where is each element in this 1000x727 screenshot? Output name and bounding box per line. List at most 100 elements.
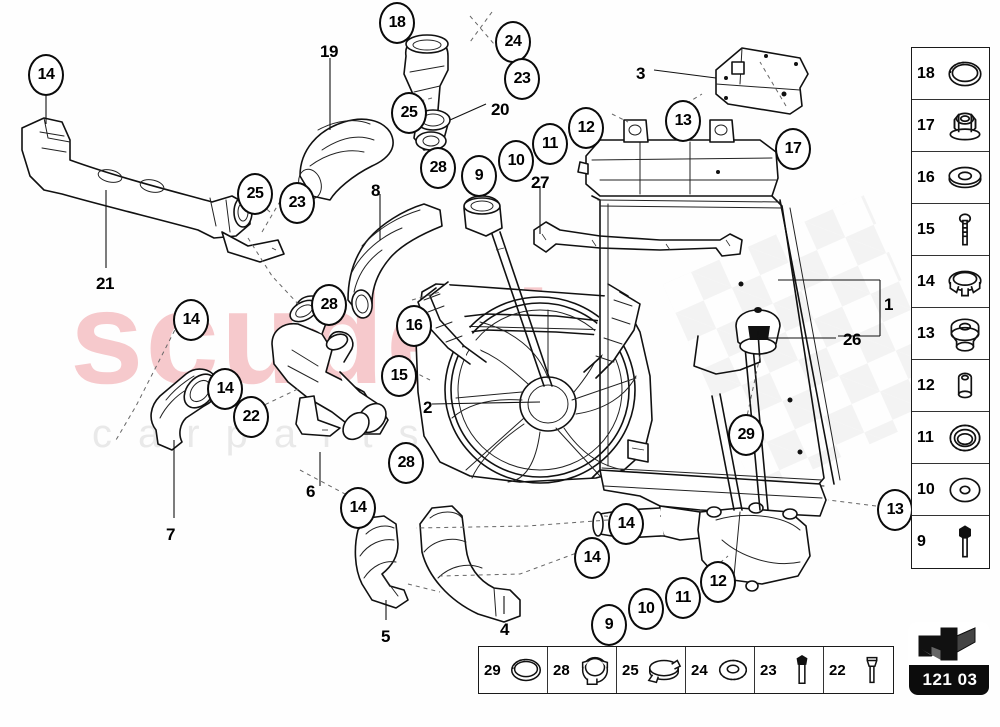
- callout-bubble-25: 25: [391, 92, 427, 134]
- legend-number: 22: [829, 661, 846, 679]
- callout-number-7: 7: [166, 525, 175, 544]
- assembly-dashed-lines: [115, 11, 877, 593]
- legend-cell-23: 23: [755, 647, 824, 693]
- callout-bubble-10: 10: [628, 588, 664, 630]
- callout-number-21: 21: [96, 274, 114, 293]
- callout-bubble-23: 23: [504, 58, 540, 100]
- legend-row-18: 18: [912, 48, 989, 100]
- callout-bubble-14: 14: [574, 537, 610, 579]
- grommet-plug-icon: [940, 312, 989, 356]
- legend-cell-28: 28: [548, 647, 617, 693]
- legend-bottom-strip: 29 28 25 24: [478, 646, 894, 694]
- part-5-elbow-hose-small: [354, 515, 409, 609]
- callout-bubble-13: 13: [665, 100, 701, 142]
- callout-bubble-14: 14: [207, 368, 243, 410]
- legend-number: 13: [917, 324, 935, 342]
- callout-number-4: 4: [500, 620, 509, 639]
- legend-row-12: 12: [912, 360, 989, 412]
- legend-row-10: 10: [912, 464, 989, 516]
- legend-number: 14: [917, 272, 935, 290]
- legend-number: 10: [917, 480, 935, 498]
- callout-bubble-28: 28: [420, 147, 456, 189]
- legend-number: 15: [917, 220, 935, 238]
- legend-row-17: 17: [912, 100, 989, 152]
- callout-bubble-13: 13: [877, 489, 913, 531]
- part-6-distribution-pipe: [271, 295, 389, 441]
- callout-bubble-11: 11: [665, 577, 701, 619]
- callout-number-1: 1: [884, 295, 893, 314]
- callout-bubble-11: 11: [532, 123, 568, 165]
- callout-bubble-28: 28: [388, 442, 424, 484]
- callout-number-6: 6: [306, 482, 315, 501]
- legend-row-14: 14: [912, 256, 989, 308]
- callout-bubble-14: 14: [28, 54, 64, 96]
- part-27-lower-support-bracket: [533, 221, 743, 257]
- hose-clamp-wide-icon: [574, 650, 616, 690]
- callout-bubble-23: 23: [279, 182, 315, 224]
- callout-bubble-10: 10: [498, 140, 534, 182]
- callout-bubble-12: 12: [700, 561, 736, 603]
- legend-cell-24: 24: [686, 647, 755, 693]
- legend-number: 9: [917, 533, 926, 550]
- callout-number-3: 3: [636, 64, 645, 83]
- hose-clamp-band-icon: [643, 650, 685, 690]
- legend-cell-29: 29: [479, 647, 548, 693]
- legend-number: 12: [917, 376, 935, 394]
- legend-row-13: 13: [912, 308, 989, 360]
- washer-thick-icon: [940, 156, 989, 200]
- part-number-badge: 121 03: [908, 622, 990, 696]
- ring-bush-icon: [940, 416, 989, 460]
- leader-lines: [45, 58, 881, 620]
- legend-number: 23: [760, 661, 777, 679]
- callout-bubble-9: 9: [591, 604, 627, 646]
- callout-bubble-22: 22: [233, 396, 269, 438]
- part-3-upper-bracket: [715, 47, 809, 115]
- callout-bubble-14: 14: [340, 487, 376, 529]
- flat-washer-icon: [940, 468, 989, 512]
- part-2-fan-and-shroud: [415, 195, 653, 484]
- o-ring-icon: [505, 650, 547, 690]
- legend-number: 17: [917, 116, 935, 134]
- part-8-hose: [347, 203, 443, 319]
- legend-number: 18: [917, 64, 935, 82]
- legend-row-15: 15: [912, 204, 989, 256]
- callout-bubble-14: 14: [173, 299, 209, 341]
- bushing-sleeve-icon: [940, 364, 989, 408]
- legend-cell-22: 22: [824, 647, 893, 693]
- o-ring-icon: [940, 52, 989, 96]
- screw-pan-icon: [781, 650, 823, 690]
- callout-number-8: 8: [371, 181, 380, 200]
- legend-row-11: 11: [912, 412, 989, 464]
- legend-number: 29: [484, 661, 501, 679]
- callout-bubble-28: 28: [311, 284, 347, 326]
- callout-number-2: 2: [423, 398, 432, 417]
- callout-number-20: 20: [491, 100, 509, 119]
- legend-row-16: 16: [912, 152, 989, 204]
- callout-bubble-12: 12: [568, 107, 604, 149]
- legend-number: 25: [622, 661, 639, 679]
- callout-bubble-24: 24: [495, 21, 531, 63]
- callout-bubble-14: 14: [608, 503, 644, 545]
- part-number-text: 121 03: [909, 665, 989, 695]
- spring-clamp-icon: [940, 260, 989, 304]
- callout-number-26: 26: [843, 330, 861, 349]
- bolt-long-icon: [940, 208, 989, 252]
- legend-number: 11: [917, 428, 934, 446]
- legend-cell-25: 25: [617, 647, 686, 693]
- callout-bubble-29: 29: [728, 414, 764, 456]
- legend-number: 24: [691, 661, 708, 679]
- part-1-radiator: [577, 119, 841, 592]
- callout-bubble-9: 9: [461, 155, 497, 197]
- callout-bubble-15: 15: [381, 355, 417, 397]
- seal-disc-icon: [712, 650, 754, 690]
- legend-number: 28: [553, 661, 570, 679]
- arrow-flag-icon: [909, 623, 989, 667]
- legend-right-column: 18 17 16 15 14: [911, 47, 990, 569]
- callout-bubble-25: 25: [237, 173, 273, 215]
- callout-bubble-17: 17: [775, 128, 811, 170]
- legend-number: 16: [917, 168, 935, 186]
- callout-number-5: 5: [381, 627, 390, 646]
- bolt-hex-icon: [940, 520, 989, 564]
